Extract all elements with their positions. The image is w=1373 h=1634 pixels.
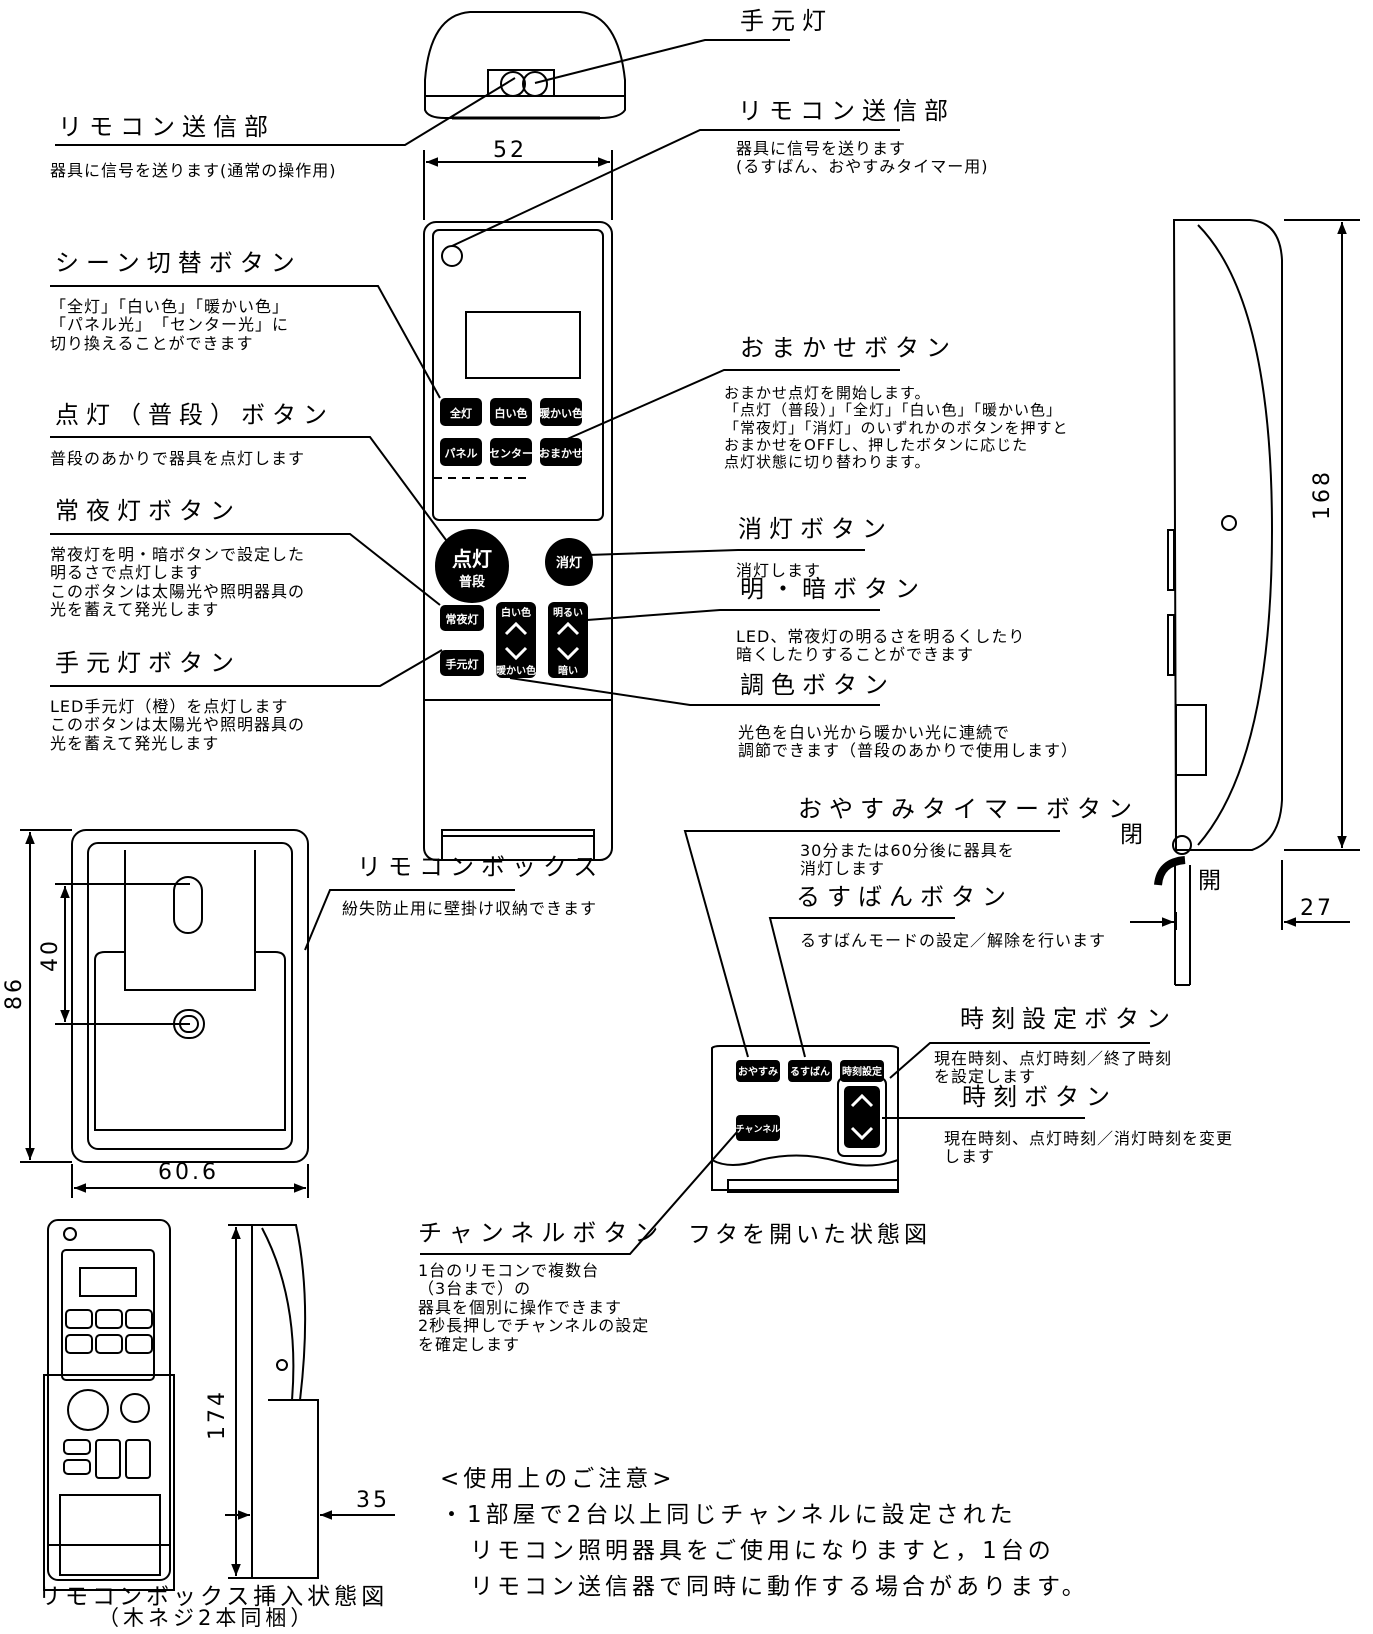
omakase-desc: おまかせ点灯を開始します。「点灯（普段）」「全灯」「白い色」「暖かい色」「常夜灯… — [724, 384, 1069, 471]
temoto-button-label[interactable]: 手元灯 — [446, 657, 479, 671]
insert-state-note: （木ネジ2本同梱） — [98, 1606, 316, 1630]
atatakai-button-label[interactable]: 暖かい色 — [539, 406, 583, 420]
dim-depth: 27 — [1300, 896, 1334, 921]
transmit-sub-desc: 器具に信号を送ります(るすばん、おやすみタイマー用) — [736, 139, 989, 177]
atatakai-adjust-label: 暖かい色 — [496, 664, 536, 677]
bright-desc: LED、常夜灯の明るさを明るくしたり暗くしたりすることができます — [736, 627, 1026, 665]
hand-btn-desc: LED手元灯（橙）を点灯しますこのボタンは太陽光や照明器具の光を蓄えて発光します — [50, 697, 306, 753]
akarui-label: 明るい — [553, 607, 583, 619]
box-desc: 紛失防止用に壁掛け収納できます — [342, 899, 598, 918]
away-desc: るすばんモードの設定／解除を行います — [800, 931, 1107, 950]
scene-title: シーン切替ボタン — [55, 249, 302, 277]
night-desc: 常夜灯を明・暗ボタンで設定した明るさで点灯しますこのボタンは太陽光や照明器具の光… — [50, 545, 306, 620]
sleep-desc: 30分または60分後に器具を消灯します — [800, 841, 1015, 879]
off-desc: 消灯します — [736, 561, 822, 580]
night-title: 常夜灯ボタン — [55, 497, 241, 525]
hand-light-title: 手元灯 — [740, 7, 833, 35]
dim-hole-pitch: 40 — [38, 938, 63, 972]
center-button-label[interactable]: センター — [489, 447, 533, 460]
omakase-button-label[interactable]: おまかせ — [539, 447, 583, 460]
open-label: 開 — [1198, 868, 1225, 894]
omakase-title: おまかせボタン — [740, 334, 957, 362]
close-label: 閉 — [1120, 822, 1147, 848]
channel-title: チャンネルボタン — [418, 1219, 666, 1247]
remote-front-view — [423, 221, 613, 861]
dim-box-width: 60.6 — [158, 1160, 219, 1185]
oyasumi-button-label[interactable]: おやすみ — [738, 1066, 778, 1078]
notes-heading: <使用上のご注意> — [440, 1466, 676, 1492]
transmit-sub-title: リモコン送信部 — [738, 97, 955, 125]
sleep-title: おやすみタイマーボタン — [798, 795, 1139, 823]
insert-front-view — [43, 1219, 175, 1591]
box-title: リモコンボックス — [357, 853, 605, 881]
shoutou-button-label[interactable]: 消灯 — [556, 555, 582, 571]
time-btn-desc: 現在時刻、点灯時刻／消灯時刻を変更します — [944, 1129, 1234, 1167]
dim-box-height: 86 — [2, 976, 27, 1010]
remote-top-view — [424, 11, 626, 120]
transmit-main-desc: 器具に信号を送ります(通常の操作用) — [50, 161, 337, 180]
joyatou-button-label[interactable]: 常夜灯 — [446, 612, 479, 626]
time-set-title: 時刻設定ボタン — [960, 1005, 1177, 1033]
jikoku-button-label[interactable]: 時刻設定 — [842, 1065, 882, 1078]
color-title: 調色ボタン — [740, 671, 895, 699]
transmitter-sub — [441, 245, 463, 267]
time-btn-title: 時刻ボタン — [962, 1083, 1117, 1111]
tentou-button-label[interactable]: 点灯 — [452, 547, 492, 571]
shiroi-button-label[interactable]: 白い色 — [495, 406, 528, 420]
remote-side-view — [1154, 219, 1283, 986]
shoutou-button[interactable] — [545, 538, 593, 586]
zentou-button-label[interactable]: 全灯 — [449, 406, 472, 420]
tentou-button[interactable] — [435, 529, 509, 603]
dim-insert-depth: 35 — [356, 1488, 390, 1513]
notes-line-2: リモコン照明器具をご使用になりますと，1台の — [470, 1538, 1055, 1564]
scene-buttons — [440, 398, 884, 1148]
bright-title: 明・暗ボタン — [740, 575, 926, 603]
kurai-label: 暗い — [558, 664, 578, 677]
transmit-main-title: リモコン送信部 — [58, 113, 275, 141]
dim-insert-height: 174 — [205, 1389, 230, 1440]
panel-button-label[interactable]: パネル — [445, 447, 478, 460]
scene-desc: 「全灯」「白い色」「暖かい色」「パネル光」 「センター光」に切り換えることができ… — [50, 297, 290, 353]
away-title: るすばんボタン — [796, 883, 1013, 911]
on-normal-title: 点灯（普段）ボタン — [55, 401, 334, 429]
hand-btn-title: 手元灯ボタン — [55, 649, 241, 677]
on-normal-desc: 普段のあかりで器具を点灯します — [50, 449, 306, 468]
lcd-display — [465, 311, 581, 379]
dim-width: 52 — [493, 138, 527, 163]
futsuu-label: 普段 — [459, 574, 485, 590]
notes-line-1: ・1部屋で2台以上同じチャンネルに設定された — [440, 1502, 1017, 1528]
shiroi-adjust-label: 白い色 — [501, 606, 531, 619]
dim-height: 168 — [1310, 469, 1335, 520]
hand-light-lens — [500, 71, 526, 97]
insert-side-view — [251, 1224, 319, 1579]
rusuban-button-label[interactable]: るすばん — [790, 1065, 830, 1078]
insert-state-caption: リモコンボックス挿入状態図 — [38, 1584, 389, 1610]
remote-box-drawing — [71, 829, 309, 1163]
time-set-desc: 現在時刻、点灯時刻／終了時刻を設定します — [934, 1049, 1173, 1087]
off-title: 消灯ボタン — [738, 515, 893, 543]
notes-line-3: リモコン送信器で同時に動作する場合があります。 — [470, 1574, 1089, 1600]
channel-button-label[interactable]: チャンネル — [736, 1124, 781, 1135]
color-desc: 光色を白い光から暖かい光に連続で調節できます（普段のあかりで使用します） — [738, 723, 1079, 761]
open-state-caption: フタを開いた状態図 — [688, 1222, 931, 1248]
